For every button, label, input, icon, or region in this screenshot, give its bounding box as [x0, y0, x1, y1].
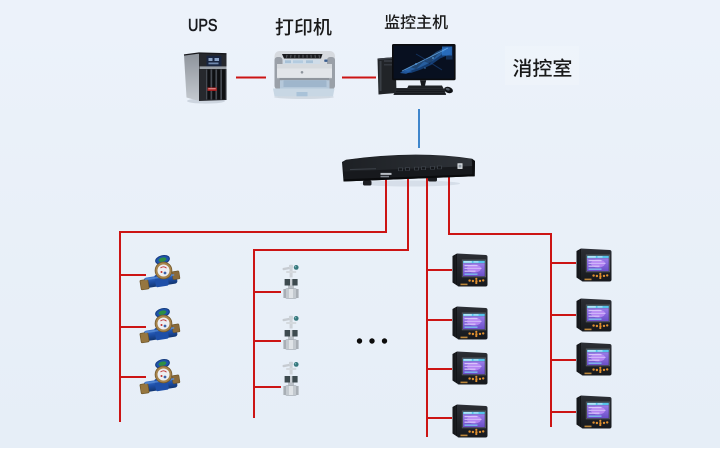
svg-text:UPS: UPS [188, 17, 218, 36]
